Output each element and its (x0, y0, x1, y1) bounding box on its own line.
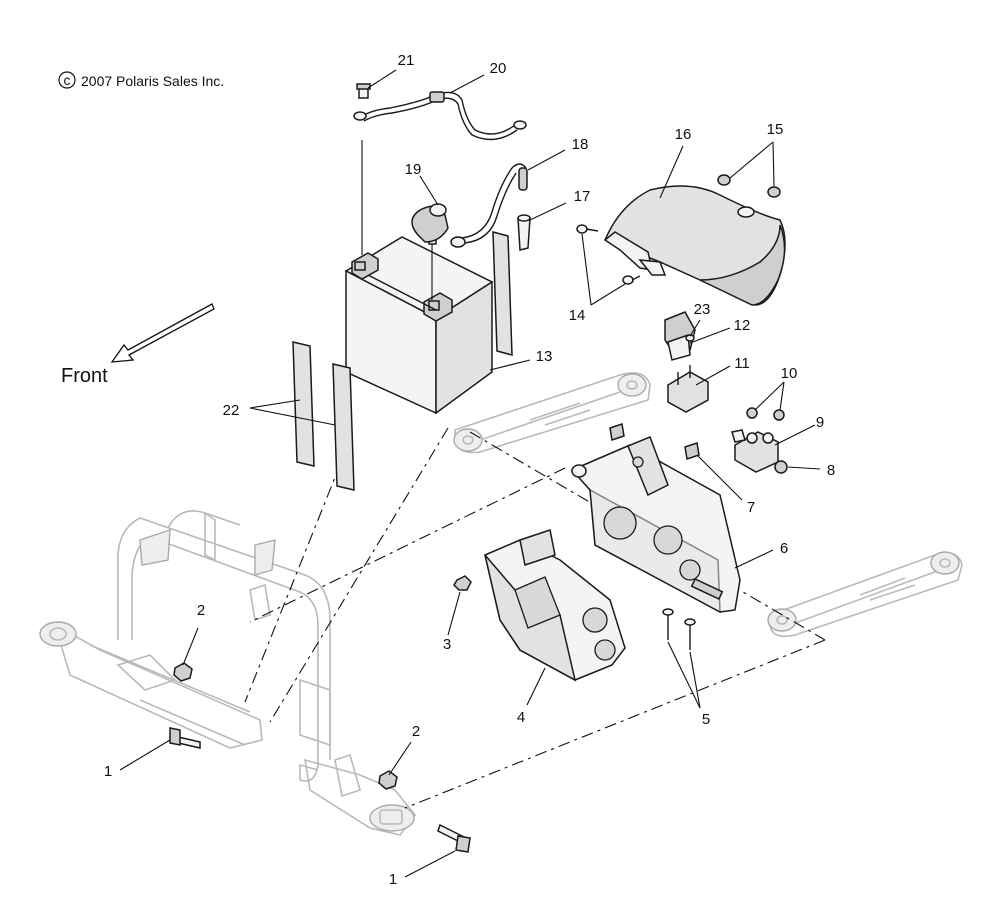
cover-screws (576, 224, 641, 285)
alignment-lines (244, 427, 826, 809)
battery-cover (603, 185, 786, 306)
fuse-holder (664, 311, 696, 361)
callout-17: 17 (574, 188, 591, 205)
callout-numbers: 1 1 2 2 3 4 5 6 7 8 9 10 11 12 13 14 15 … (104, 52, 835, 888)
frame-nuts (173, 662, 398, 790)
frame-bolts (169, 727, 471, 853)
cover-fasteners (717, 174, 781, 198)
copyright-text: 2007 Polaris Sales Inc. (81, 73, 224, 89)
starter-solenoid (731, 429, 779, 473)
callout-19: 19 (405, 161, 422, 178)
terminal-boot (517, 214, 531, 251)
callout-1: 1 (104, 763, 112, 780)
callout-22: 22 (223, 402, 240, 419)
callout-9: 9 (816, 414, 824, 431)
callout-11: 11 (734, 355, 750, 372)
plate-clips (609, 423, 700, 460)
callout-12: 12 (734, 317, 751, 334)
leader-lines (119, 69, 821, 878)
callout-8: 8 (827, 462, 835, 479)
negative-cable (428, 163, 528, 300)
lower-link-ghost (767, 551, 963, 638)
callout-23: 23 (694, 301, 711, 318)
callout-1: 1 (389, 871, 397, 888)
cable-bolt (356, 83, 371, 99)
callout-3: 3 (443, 636, 451, 653)
callout-18: 18 (572, 136, 589, 153)
callout-20: 20 (490, 60, 507, 77)
frame-ghost (39, 510, 417, 836)
mounting-plate (570, 436, 741, 614)
callout-10: 10 (781, 365, 798, 382)
callout-16: 16 (675, 126, 692, 143)
battery-cable (353, 91, 527, 255)
bracket-bolt (453, 575, 472, 591)
solenoid-mount-nut (774, 460, 788, 474)
battery-pads (292, 231, 513, 491)
push-pins (662, 608, 696, 650)
front-label: Front (61, 365, 108, 387)
callout-2: 2 (412, 723, 420, 740)
callout-14: 14 (569, 307, 586, 324)
callout-21: 21 (398, 52, 415, 69)
battery (344, 236, 494, 415)
callout-7: 7 (747, 499, 755, 516)
callout-4: 4 (517, 709, 525, 726)
copyright-symbol: c (64, 72, 71, 88)
callout-6: 6 (780, 540, 788, 557)
circuit-breaker (667, 365, 709, 413)
terminal-cover (411, 203, 449, 243)
callout-2: 2 (197, 602, 205, 619)
copyright-notice: c 2007 Polaris Sales Inc. (58, 71, 224, 89)
front-direction-arrow: Front (61, 303, 215, 387)
callout-5: 5 (702, 711, 710, 728)
callout-13: 13 (536, 348, 553, 365)
callout-15: 15 (767, 121, 784, 138)
solenoid-nuts (746, 407, 785, 421)
battery-bracket (484, 529, 626, 682)
upper-link-ghost (453, 372, 651, 454)
